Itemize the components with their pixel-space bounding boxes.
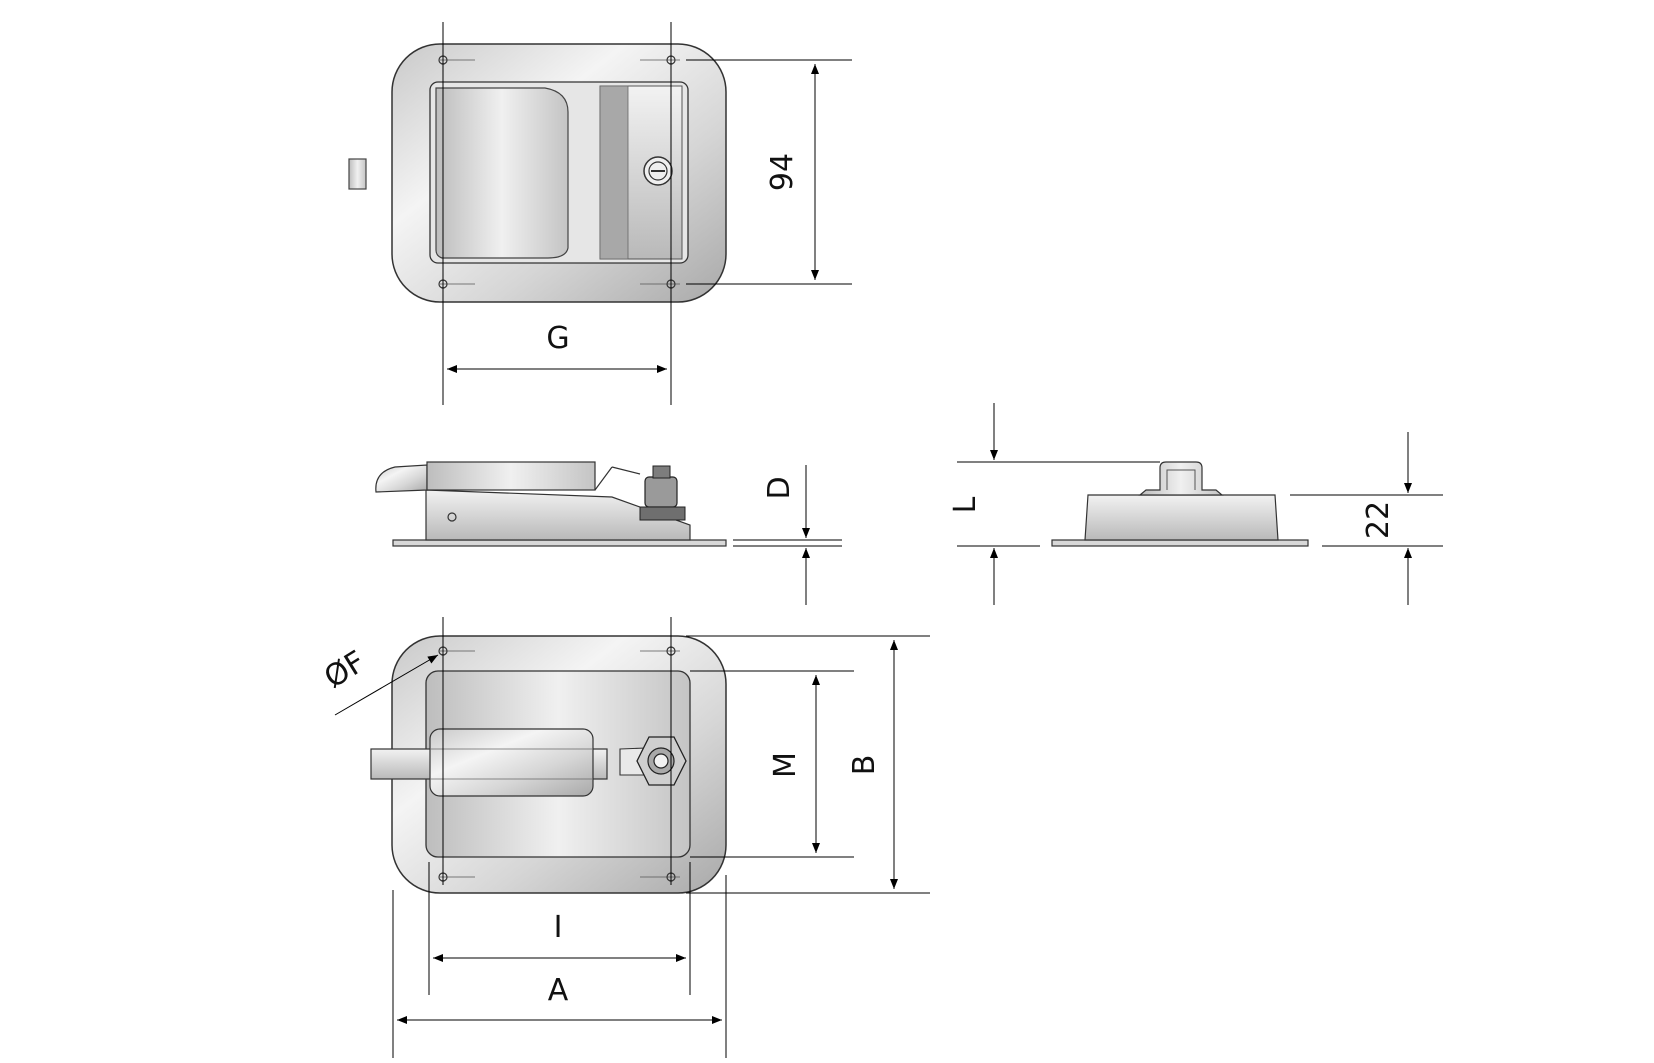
dim-94-label: 94: [765, 153, 800, 191]
dim-22-label: 22: [1361, 501, 1396, 539]
rear-view-dimensions: [334, 617, 930, 1058]
side-view-dimensions: [733, 465, 842, 605]
side-view: [375, 461, 727, 547]
dim-f-label: ØF: [318, 644, 371, 695]
dim-l-label: L: [948, 496, 983, 513]
dim-b-label: B: [847, 755, 882, 776]
dim-i-label: I: [554, 910, 563, 945]
end-view-dimensions: [957, 403, 1443, 605]
dim-d-label: D: [762, 476, 797, 499]
front-view-dimensions: [442, 22, 852, 405]
dim-m-label: M: [768, 752, 803, 778]
dim-a-label: A: [548, 973, 569, 1008]
dim-g-label: G: [546, 321, 569, 356]
end-view: [1051, 461, 1309, 547]
rear-view: [370, 635, 727, 894]
front-view: [348, 43, 727, 303]
